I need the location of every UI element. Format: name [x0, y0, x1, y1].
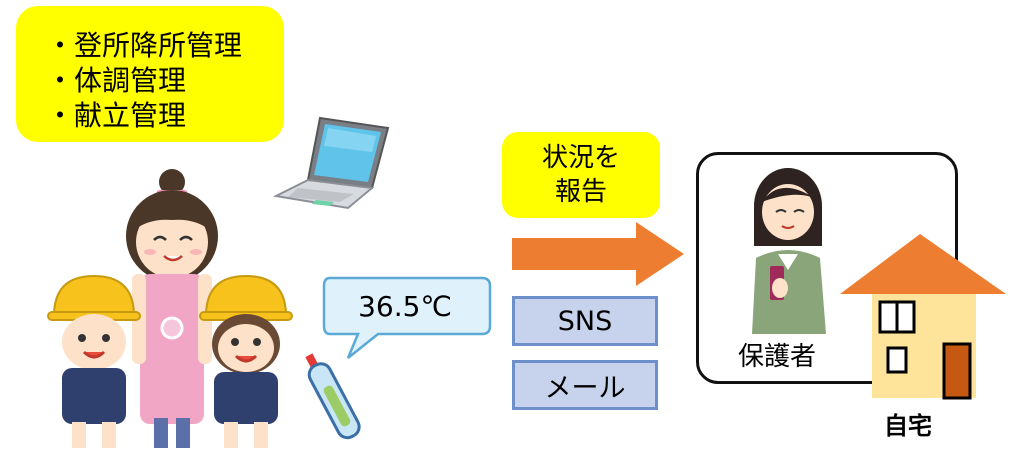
- house-illustration: [840, 234, 1006, 400]
- channel-email: メール: [512, 360, 658, 410]
- child-right-illustration: [199, 274, 293, 448]
- home-label: 自宅: [884, 412, 932, 440]
- arrow-right-icon: [512, 222, 684, 286]
- report-label: 状況を 報告: [502, 132, 660, 218]
- task-note: ・登所降所管理 ・体調管理 ・献立管理: [16, 6, 284, 142]
- task-item-health: ・体調管理: [46, 64, 187, 97]
- guardian-label: 保護者: [737, 342, 816, 372]
- channel-sns: SNS: [512, 296, 658, 346]
- child-left-illustration: [47, 274, 141, 448]
- thermometer-illustration: [305, 353, 361, 440]
- report-line-1: 状況を: [541, 143, 620, 173]
- task-item-attendance: ・登所降所管理: [46, 29, 243, 62]
- report-line-2: 報告: [554, 177, 607, 207]
- guardian-illustration: [752, 168, 826, 334]
- laptop-illustration: [272, 116, 390, 210]
- temperature-bubble: [322, 276, 492, 359]
- temperature-value: 36.5℃: [358, 289, 452, 323]
- task-item-menu: ・献立管理: [46, 99, 187, 132]
